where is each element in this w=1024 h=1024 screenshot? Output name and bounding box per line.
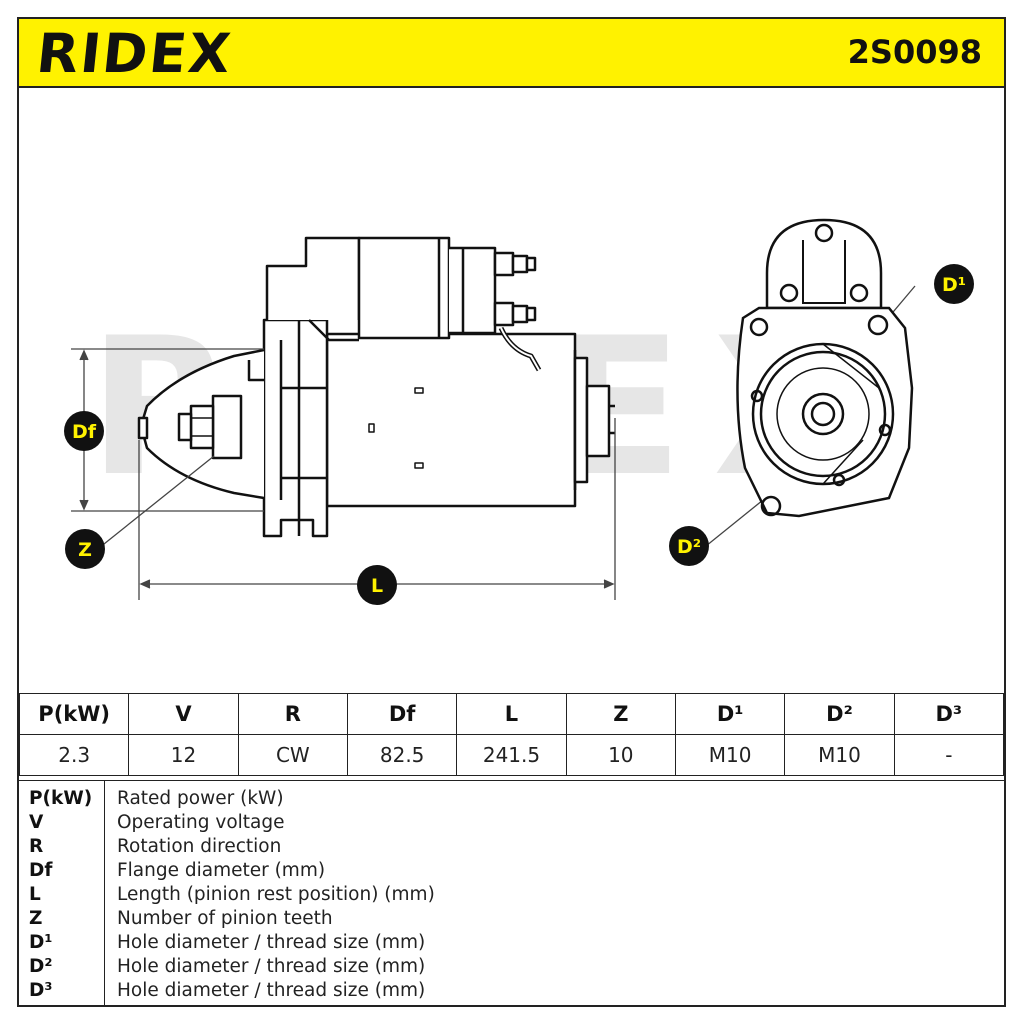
spec-value-cell: 241.5 [456, 734, 567, 776]
legend-item: V Operating voltage [19, 811, 1004, 835]
spec-value-cell: 2.3 [18, 734, 130, 776]
spec-value-cell: 10 [565, 734, 676, 776]
legend-description: Operating voltage [117, 812, 285, 833]
legend-item: Z Number of pinion teeth [19, 907, 1004, 931]
header-bar: RIDEX 2S0098 [19, 19, 1004, 88]
legend-description: Rated power (kW) [117, 788, 284, 809]
callout-d2: D² [669, 526, 709, 566]
spec-value-cell: 12 [128, 734, 239, 776]
spec-value-cell: CW [237, 734, 348, 776]
legend-symbol: Z [29, 908, 43, 929]
legend-description: Rotation direction [117, 836, 282, 857]
spec-header-cell: Df [346, 693, 458, 735]
spec-header-cell: R [237, 693, 348, 735]
spec-header-cell: L [456, 693, 567, 735]
legend-description: Number of pinion teeth [117, 908, 333, 929]
legend-item: D¹ Hole diameter / thread size (mm) [19, 931, 1004, 955]
callout-z: Z [65, 529, 105, 569]
brand-logo: RIDEX [33, 22, 236, 85]
legend-divider [104, 781, 105, 1006]
legend-symbol: D² [29, 956, 53, 977]
spec-header-cell: D¹ [674, 693, 786, 735]
legend-description: Length (pinion rest position) (mm) [117, 884, 435, 905]
legend-item: R Rotation direction [19, 835, 1004, 859]
legend-item: Df Flange diameter (mm) [19, 859, 1004, 883]
spec-value-cell: M10 [784, 734, 895, 776]
legend-description: Hole diameter / thread size (mm) [117, 980, 426, 1001]
spec-value-cell: M10 [674, 734, 786, 776]
starter-end-view [736, 218, 914, 518]
datasheet: RIDEX 2S0098 RIDEX [17, 17, 1006, 1007]
spec-header-cell: D³ [893, 693, 1005, 735]
starter-side-view [137, 236, 615, 538]
technical-drawing: RIDEX [64, 218, 974, 605]
spec-header-cell: V [128, 693, 239, 735]
legend-symbol: D¹ [29, 932, 53, 953]
spec-header-cell: P(kW) [18, 693, 130, 735]
legend-description: Hole diameter / thread size (mm) [117, 956, 426, 977]
legend-item: D³ Hole diameter / thread size (mm) [19, 979, 1004, 1003]
legend-symbol: L [29, 884, 41, 905]
legend-symbol: R [29, 836, 44, 857]
callout-df: Df [64, 411, 104, 451]
callout-l-label: L [371, 575, 383, 597]
callout-df-label: Df [72, 421, 97, 443]
legend-symbol: D³ [29, 980, 53, 1001]
legend-item: L Length (pinion rest position) (mm) [19, 883, 1004, 907]
legend-symbol: V [29, 812, 44, 833]
legend-description: Hole diameter / thread size (mm) [117, 932, 426, 953]
spec-table-header-row: P(kW) V R Df L Z D¹ D² D³ [18, 693, 1005, 735]
spec-table: P(kW) V R Df L Z D¹ D² D³ 2.3 12 CW 82.5… [18, 693, 1005, 776]
legend-symbol: Df [29, 860, 53, 881]
spec-value-cell: - [893, 734, 1005, 776]
callout-d2-label: D² [677, 536, 701, 558]
legend-description: Flange diameter (mm) [117, 860, 326, 881]
legend: P(kW) Rated power (kW) V Operating volta… [19, 780, 1004, 1006]
callout-d1-label: D¹ [942, 274, 966, 296]
spec-header-cell: Z [565, 693, 676, 735]
spec-header-cell: D² [784, 693, 895, 735]
callout-z-label: Z [78, 539, 92, 561]
callout-d1: D¹ [934, 264, 974, 304]
spec-value-cell: 82.5 [346, 734, 458, 776]
legend-item: P(kW) Rated power (kW) [19, 787, 1004, 811]
part-number: 2S0098 [847, 33, 982, 71]
legend-item: D² Hole diameter / thread size (mm) [19, 955, 1004, 979]
callout-l: L [357, 565, 397, 605]
legend-symbol: P(kW) [29, 788, 93, 809]
spec-table-values-row: 2.3 12 CW 82.5 241.5 10 M10 M10 - [18, 734, 1005, 776]
